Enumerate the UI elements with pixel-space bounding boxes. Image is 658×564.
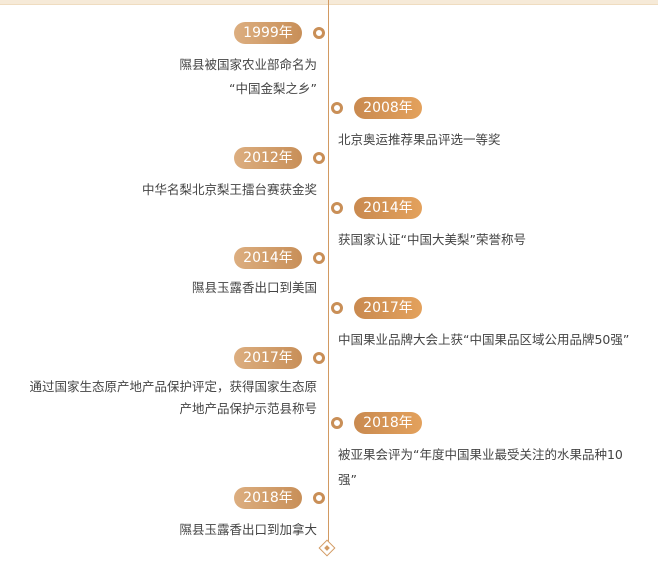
year-badge: 2012年 bbox=[234, 147, 302, 169]
timeline-end-diamond-icon bbox=[318, 539, 336, 557]
event-text-line2: “中国金梨之乡” bbox=[229, 81, 317, 96]
event-text: 获国家认证“中国大美梨”荣誉称号 bbox=[338, 232, 526, 247]
event-text: 中华名梨北京梨王擂台赛获金奖 bbox=[141, 182, 317, 197]
timeline-dot-icon bbox=[313, 492, 325, 504]
timeline-dot-icon bbox=[331, 417, 343, 429]
year-badge: 1999年 bbox=[234, 22, 302, 44]
year-badge: 2008年 bbox=[354, 97, 422, 119]
event-text: 通过国家生态原产地产品保护评定，获得国家生态原 bbox=[29, 379, 317, 394]
timeline-dot-icon bbox=[331, 302, 343, 314]
year-badge: 2018年 bbox=[234, 487, 302, 509]
event-text: 隰县玉露香出口到美国 bbox=[191, 280, 317, 295]
event-text: 隰县玉露香出口到加拿大 bbox=[179, 522, 317, 537]
event-text: 隰县被国家农业部命名为 bbox=[179, 57, 317, 72]
timeline-dot-icon bbox=[331, 102, 343, 114]
timeline-dot-icon bbox=[313, 27, 325, 39]
timeline-dot-icon bbox=[313, 252, 325, 264]
timeline-axis bbox=[328, 0, 329, 542]
year-badge: 2017年 bbox=[354, 297, 422, 319]
year-badge: 2017年 bbox=[234, 347, 302, 369]
event-text: 被亚果会评为“年度中国果业最受关注的水果品种10 bbox=[338, 447, 623, 462]
event-text-line2: 产地产品保护示范县称号 bbox=[179, 401, 317, 416]
event-text-line2: 强” bbox=[338, 472, 357, 487]
top-border bbox=[0, 0, 658, 5]
timeline-dot-icon bbox=[331, 202, 343, 214]
year-badge: 2014年 bbox=[234, 247, 302, 269]
event-text: 中国果业品牌大会上获“中国果品区域公用品牌50强” bbox=[338, 332, 630, 347]
timeline-dot-icon bbox=[313, 352, 325, 364]
timeline-dot-icon bbox=[313, 152, 325, 164]
year-badge: 2014年 bbox=[354, 197, 422, 219]
year-badge: 2018年 bbox=[354, 412, 422, 434]
event-text: 北京奥运推荐果品评选一等奖 bbox=[338, 132, 501, 147]
